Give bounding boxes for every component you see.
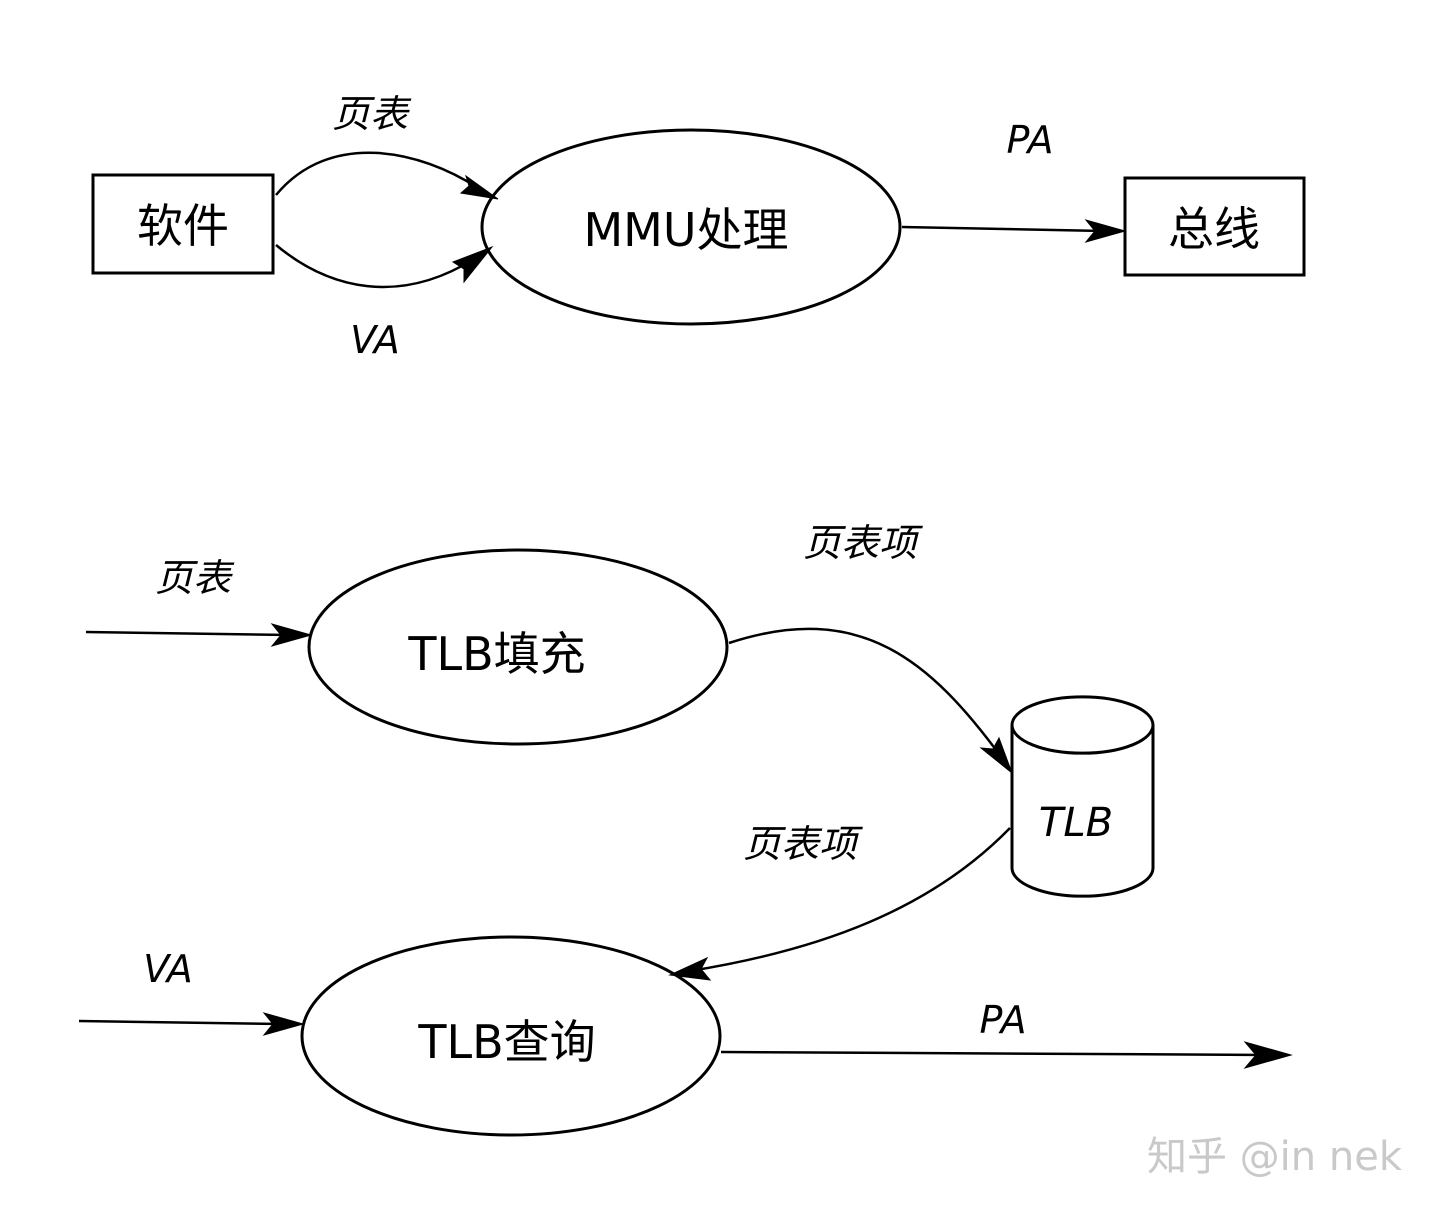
bus-node-label: 总线 xyxy=(1168,202,1260,256)
edge-va-in-label: VA xyxy=(143,947,192,991)
edge-va: VA xyxy=(275,244,494,362)
diagram-1: 软件 MMU处理 总线 页表 VA PA xyxy=(91,92,1306,362)
tlb-lookup-node: TLB查询 xyxy=(300,935,722,1137)
edge-pa: PA xyxy=(901,118,1127,243)
arrowhead xyxy=(1084,219,1127,243)
mmu-node: MMU处理 xyxy=(480,128,902,326)
bus-node: 总线 xyxy=(1123,176,1306,277)
arrowhead xyxy=(451,245,494,284)
edge-pa-label: PA xyxy=(1006,118,1053,162)
tlb-fill-node: TLB填充 xyxy=(307,548,729,746)
edge-page-table-label: 页表 xyxy=(332,92,412,136)
arrowhead xyxy=(270,623,313,647)
software-node-label: 软件 xyxy=(137,199,229,253)
mmu-node-label: MMU处理 xyxy=(583,203,788,257)
tlb-store-node: TLB xyxy=(1010,695,1155,898)
edge-page-table: 页表 xyxy=(275,92,499,200)
tlb-fill-node-label: TLB填充 xyxy=(407,627,585,681)
edge-pte-from-tlb-label: 页表项 xyxy=(743,822,863,866)
arrowhead xyxy=(668,956,712,981)
software-node: 软件 xyxy=(91,173,275,275)
arrowhead xyxy=(262,1012,305,1036)
edge-va-in: VA xyxy=(78,947,305,1036)
tlb-lookup-node-label: TLB查询 xyxy=(417,1015,595,1069)
edge-va-label: VA xyxy=(350,318,399,362)
edge-pte-to-tlb: 页表项 xyxy=(728,521,1014,775)
zhihu-watermark: 知乎 @in nek xyxy=(1147,1134,1403,1180)
arrowhead xyxy=(979,736,1014,775)
edge-pa-out: PA xyxy=(720,998,1293,1069)
edge-page-table-in-label: 页表 xyxy=(155,556,235,600)
edge-pte-from-tlb: 页表项 xyxy=(668,822,1011,981)
edge-page-table-in: 页表 xyxy=(85,556,313,647)
diagram-2: TLB填充 TLB TLB查询 页表 页表项 页表项 xyxy=(78,521,1293,1137)
arrowhead xyxy=(1243,1041,1293,1069)
edge-pte-to-tlb-label: 页表项 xyxy=(803,521,923,565)
edge-pa-out-label: PA xyxy=(979,998,1026,1042)
tlb-store-node-label: TLB xyxy=(1039,800,1113,846)
arrowhead xyxy=(459,174,499,200)
